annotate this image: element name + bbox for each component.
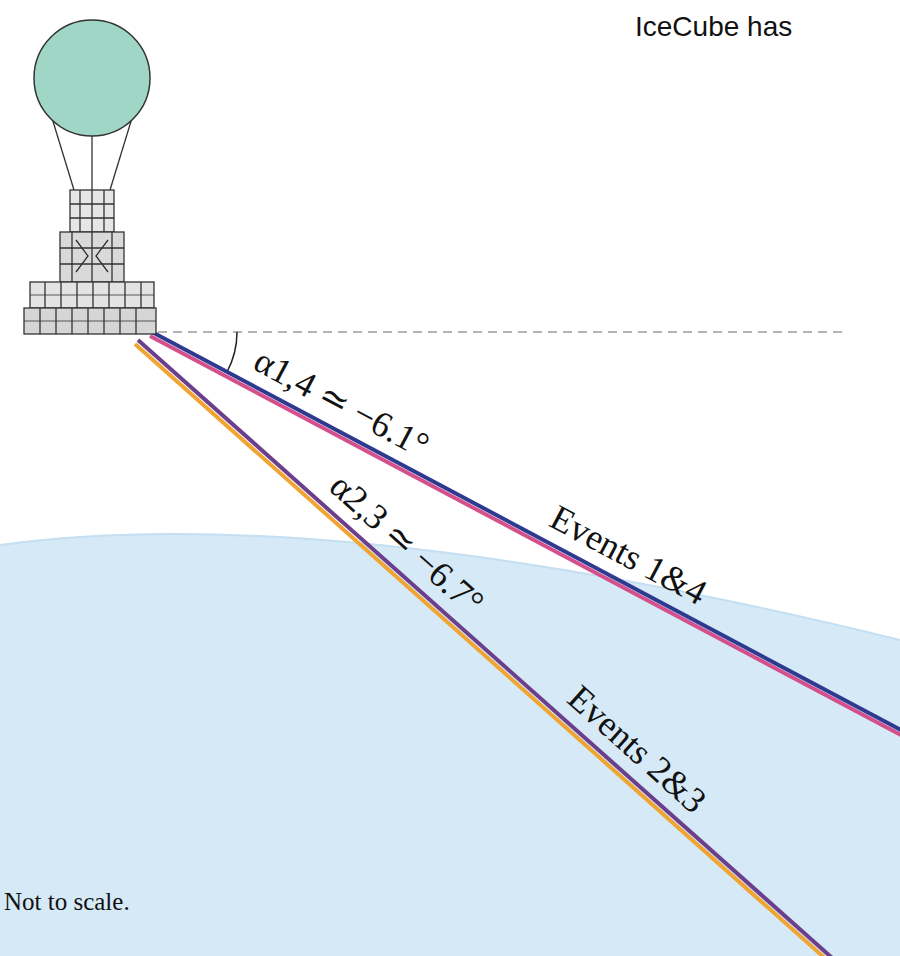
payload-gondola (24, 190, 156, 334)
angle-arc (227, 332, 237, 372)
scale-note: Not to scale. (4, 888, 130, 916)
sight-line (152, 332, 900, 848)
sight-line (138, 340, 885, 956)
horizontal-reference (158, 331, 845, 333)
sight-line (150, 336, 900, 852)
sight-line (135, 344, 882, 956)
heading-fragment: IceCube has (635, 12, 792, 43)
balloon (34, 20, 150, 190)
